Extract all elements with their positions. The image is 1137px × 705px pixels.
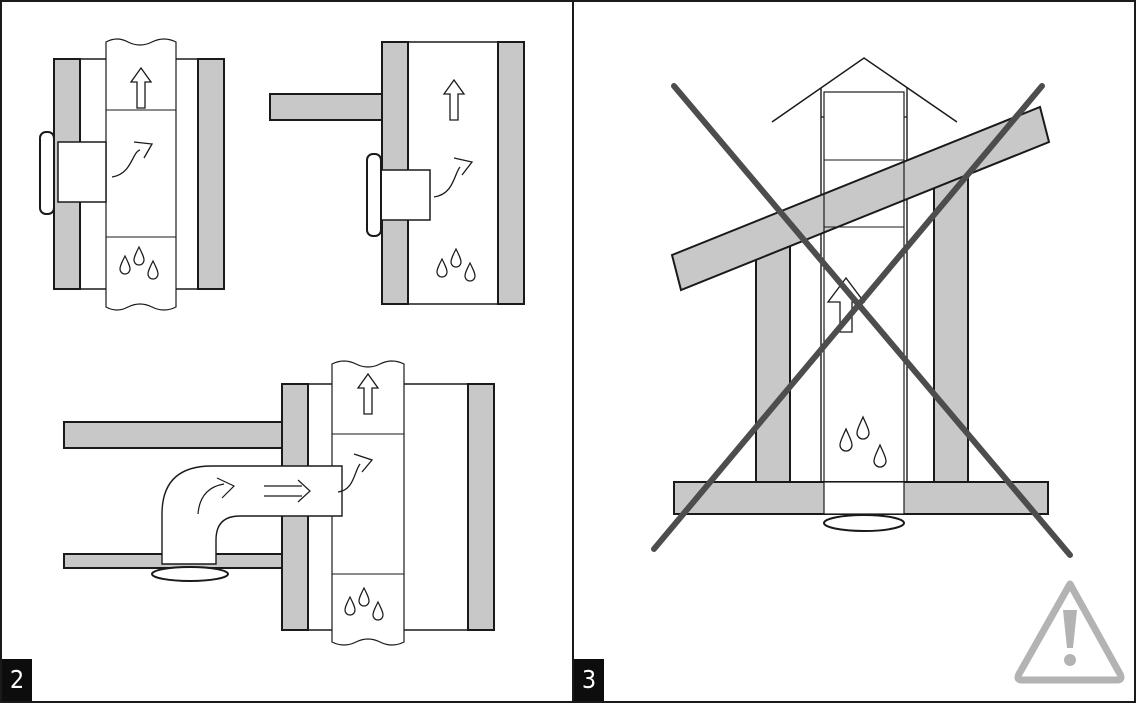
exhaust-fan-icon (151, 566, 229, 582)
panel-3: 3 (572, 0, 1136, 703)
warning-triangle-icon (1014, 580, 1125, 684)
exhaust-fan-icon (366, 153, 382, 237)
wall-right (197, 58, 225, 290)
ceiling-joist (269, 93, 383, 121)
panel-number: 2 (2, 659, 32, 701)
airflow-arrow-icon (443, 79, 465, 121)
water-droplets-icon (436, 248, 476, 282)
ceiling-fan-diagram (63, 360, 495, 646)
panel-number: 3 (574, 659, 604, 701)
panel-3-drawing (651, 57, 1125, 684)
cross-line-2 (651, 83, 1045, 552)
incorrect-installation-diagram (670, 57, 1051, 532)
wall-right (497, 41, 525, 305)
cross-out-mark (651, 83, 1073, 558)
bent-duct (161, 465, 343, 565)
exhaust-fan-icon (823, 514, 905, 532)
panel-2-drawing (39, 38, 525, 646)
wall-fan-diagram-b (269, 41, 525, 305)
fan-housing (379, 169, 431, 221)
wall-right (467, 383, 495, 631)
duct (105, 38, 177, 311)
wall-left (755, 245, 791, 483)
large-airflow-arrow-icon (771, 57, 958, 123)
cross-line-1 (671, 83, 1073, 558)
roof-rafter (670, 105, 1051, 292)
panel-2: 2 (0, 0, 574, 703)
fan-housing (57, 141, 107, 203)
exhaust-fan-icon (39, 131, 55, 215)
wall-right (933, 171, 969, 483)
wall-fan-diagram-a (39, 38, 225, 311)
upper-joist (63, 421, 283, 449)
